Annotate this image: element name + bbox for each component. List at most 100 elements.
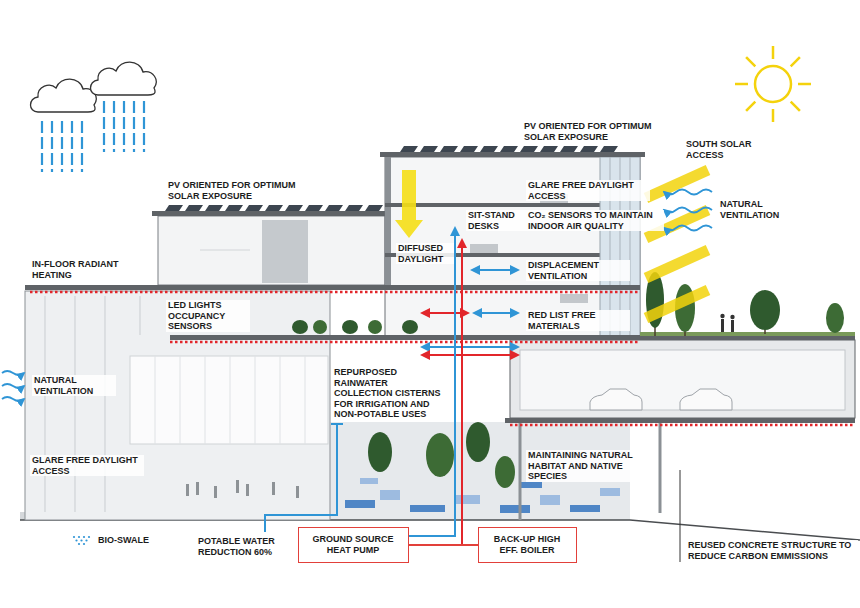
upper-wing xyxy=(158,216,385,285)
atrium xyxy=(230,356,231,444)
box-label: GROUND SOURCE HEAT PUMP xyxy=(307,534,399,555)
air-flow-arrow xyxy=(472,269,518,271)
radiant-heating-line xyxy=(510,424,855,427)
floor-slab xyxy=(25,285,640,340)
atrium xyxy=(214,486,217,498)
rooftop-people xyxy=(731,320,734,332)
garage-wing xyxy=(640,332,855,336)
leader-line xyxy=(680,470,681,562)
ground-paving xyxy=(600,488,620,496)
heating-pipe xyxy=(461,240,463,544)
sun xyxy=(772,46,775,59)
sun xyxy=(735,46,811,122)
atrium xyxy=(236,480,239,493)
atrium xyxy=(105,296,106,512)
radiant-heating-line xyxy=(170,341,640,344)
atrium xyxy=(45,296,46,512)
annotation-label: GLARE FREE DAYLIGHT ACCESS xyxy=(30,455,144,476)
air-flow-arrow xyxy=(422,270,518,355)
tree xyxy=(750,290,780,330)
atrium xyxy=(305,356,306,444)
garage-wing xyxy=(510,340,855,418)
annotation-label: IN-FLOOR RADIANT HEATING xyxy=(30,259,154,280)
tree xyxy=(342,320,358,334)
rain xyxy=(103,101,105,152)
sun xyxy=(772,109,775,122)
legend-swatch xyxy=(72,535,92,546)
rain xyxy=(113,101,115,152)
tree xyxy=(402,320,418,334)
tree xyxy=(466,422,490,462)
ground-paving xyxy=(520,482,542,488)
bio-swale-symbol xyxy=(73,536,75,538)
box-text-group: BACK-UP HIGH EFF. BOILER xyxy=(487,534,567,555)
garage-wing xyxy=(519,423,522,520)
tree xyxy=(313,320,327,334)
ventilation-arrow xyxy=(2,384,24,388)
atrium xyxy=(186,484,189,496)
water-pipe xyxy=(265,424,337,532)
ground-paving xyxy=(410,505,445,512)
rain xyxy=(42,101,144,172)
annotation-label: MAINTAINING NATURAL HABITAT AND NATIVE S… xyxy=(526,450,648,482)
atrium xyxy=(246,484,249,496)
sunlight-beam xyxy=(646,250,708,278)
ground-paving xyxy=(455,495,480,504)
air-flow-arrow xyxy=(422,354,518,356)
annotation-label: PV ORIENTED FOR OPTIMUM SOLAR EXPOSURE xyxy=(166,180,305,201)
rain xyxy=(133,101,135,152)
rain xyxy=(61,121,63,172)
heating-pipe xyxy=(461,240,463,544)
water-pipe xyxy=(265,228,455,536)
annotation-label: RED LIST FREE MATERIALS xyxy=(526,310,630,331)
daylight-beam xyxy=(395,170,423,238)
upper-wing xyxy=(152,205,387,285)
legend-item: BIO-SWALE xyxy=(72,535,151,546)
ventilation-arrow xyxy=(2,397,24,401)
atrium xyxy=(75,296,76,512)
annotation-label: DISPLACEMENT VENTILATION xyxy=(526,260,630,281)
rooftop-people xyxy=(720,314,734,332)
garage-wing xyxy=(680,389,732,410)
atrium xyxy=(155,356,305,444)
ventilation-arrow xyxy=(2,371,24,375)
bio-swale-symbol xyxy=(88,536,90,538)
atrium xyxy=(180,356,181,444)
rain-cloud xyxy=(31,62,157,112)
tree xyxy=(368,320,382,334)
atrium xyxy=(272,482,275,495)
radiant-heating-line xyxy=(30,291,640,294)
ventilation-arrow xyxy=(664,226,712,231)
legend-text: BIO-SWALE xyxy=(96,535,151,546)
atrium xyxy=(25,291,330,520)
rain xyxy=(143,101,145,152)
office-tower xyxy=(380,146,645,337)
atrium xyxy=(296,486,299,498)
air-flow-arrow xyxy=(422,346,518,348)
annotation-label: REPURPOSED RAINWATER COLLECTION CISTERNS… xyxy=(332,367,448,420)
sun xyxy=(791,102,800,111)
upper-wing xyxy=(200,250,250,251)
annotation-label: LED LIGHTS OCCUPANCY SENSORS xyxy=(166,300,250,332)
upper-wing xyxy=(262,220,308,283)
annotation-label: DIFFUSED DAYLIGHT xyxy=(396,243,454,264)
tree xyxy=(292,320,308,334)
atrium xyxy=(205,356,206,444)
sunlight-beam xyxy=(646,290,708,318)
office-tower xyxy=(380,152,645,157)
ground-paving xyxy=(345,478,620,513)
pipe-connector xyxy=(409,544,478,546)
bio-swale-symbol xyxy=(78,536,80,538)
annotation-label: REUSED CONCRETE STRUCTURE TO REDUCE CARB… xyxy=(686,540,858,561)
tree xyxy=(368,432,392,472)
annotation-label: SIT-STAND DESKS xyxy=(466,210,526,231)
rain xyxy=(51,121,53,172)
rain xyxy=(123,101,125,152)
annotation-label: CO₂ SENSORS TO MAINTAIN INDOOR AIR QUALI… xyxy=(526,210,664,231)
atrium xyxy=(196,482,199,495)
office-tower xyxy=(385,157,391,285)
garage-wing xyxy=(659,423,662,513)
rooftop-people xyxy=(721,319,724,332)
